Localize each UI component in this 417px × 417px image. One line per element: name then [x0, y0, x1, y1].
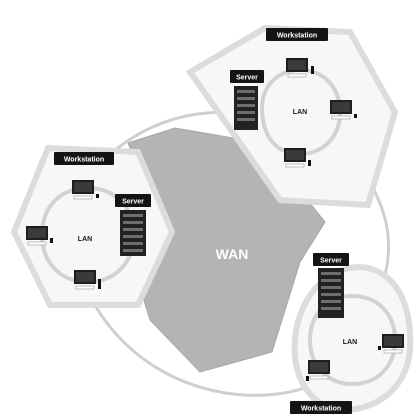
lan-network-right: Server Workstation LAN: [290, 253, 414, 414]
workstation-icon: [286, 58, 314, 78]
svg-text:Server: Server: [320, 258, 342, 265]
workstation-icon: [74, 270, 101, 290]
workstation-tag-top: Workstation: [266, 28, 328, 41]
server-icon: [120, 210, 146, 256]
wan-label: WAN: [216, 246, 249, 262]
workstation-tag-left: Workstation: [54, 152, 114, 165]
lan-label-top: LAN: [293, 109, 307, 116]
lan-label-right: LAN: [343, 339, 357, 346]
svg-text:Workstation: Workstation: [277, 33, 317, 40]
server-tag-right: Server: [313, 253, 349, 266]
lan-network-left: Workstation Server LAN: [10, 144, 176, 308]
workstation-tag-right: Workstation: [290, 401, 352, 414]
workstation-icon: [330, 100, 357, 120]
server-tag-top: Server: [230, 70, 264, 83]
lan-label-left: LAN: [78, 236, 92, 243]
server-icon: [234, 86, 258, 130]
workstation-icon: [306, 360, 330, 381]
server-tag-left: Server: [115, 194, 151, 207]
svg-text:Workstation: Workstation: [301, 406, 341, 413]
svg-text:Workstation: Workstation: [64, 157, 104, 164]
workstation-icon: [26, 226, 53, 246]
server-icon: [318, 268, 344, 318]
svg-text:Server: Server: [122, 199, 144, 206]
workstation-icon: [284, 148, 311, 168]
workstation-icon: [72, 180, 99, 200]
workstation-icon: [378, 334, 404, 354]
lan-network-top: Workstation Server LAN: [185, 24, 399, 209]
svg-text:Server: Server: [236, 75, 258, 82]
